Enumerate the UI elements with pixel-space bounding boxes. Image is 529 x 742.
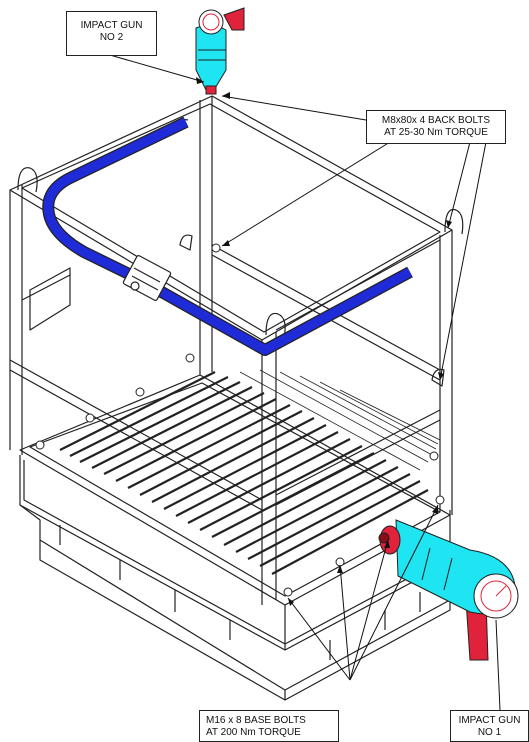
- callout-line: IMPACT GUN: [458, 715, 521, 726]
- callout-impact-gun-2: IMPACT GUN NO 2: [66, 11, 157, 56]
- callout-line: AT 200 Nm TORQUE: [206, 727, 301, 738]
- callout-back-bolts: M8x80x 4 BACK BOLTS AT 25-30 Nm TORQUE: [366, 110, 506, 144]
- top-frame: [9, 95, 453, 341]
- impact-gun-icon: [195, 7, 245, 95]
- callout-line: AT 25-30 Nm TORQUE: [384, 127, 488, 138]
- callout-line: IMPACT GUN: [80, 20, 143, 31]
- callout-line: NO 2: [99, 32, 124, 43]
- callout-line: M16 x 8 BASE BOLTS: [206, 715, 306, 726]
- impact-gun-icon: [378, 519, 519, 661]
- floor-grating: [59, 371, 429, 575]
- ratchet-buckle-icon: [122, 255, 172, 301]
- ratchet-strap: [42, 116, 413, 356]
- torque-gauge-icon: [480, 580, 512, 612]
- floor-frame: [19, 374, 451, 606]
- leader-arrowheads: [196, 77, 452, 606]
- callout-base-bolts: M16 x 8 BASE BOLTS AT 200 Nm TORQUE: [199, 710, 339, 742]
- mid-rails: [9, 239, 441, 511]
- callout-line: NO 1: [477, 727, 502, 738]
- base-skid: [19, 455, 451, 701]
- callout-line: M8x80x 4 BACK BOLTS: [381, 115, 491, 126]
- callout-impact-gun-1: IMPACT GUN NO 1: [450, 710, 529, 742]
- torque-gauge-icon: [202, 13, 220, 31]
- leader-lines: [109, 54, 501, 711]
